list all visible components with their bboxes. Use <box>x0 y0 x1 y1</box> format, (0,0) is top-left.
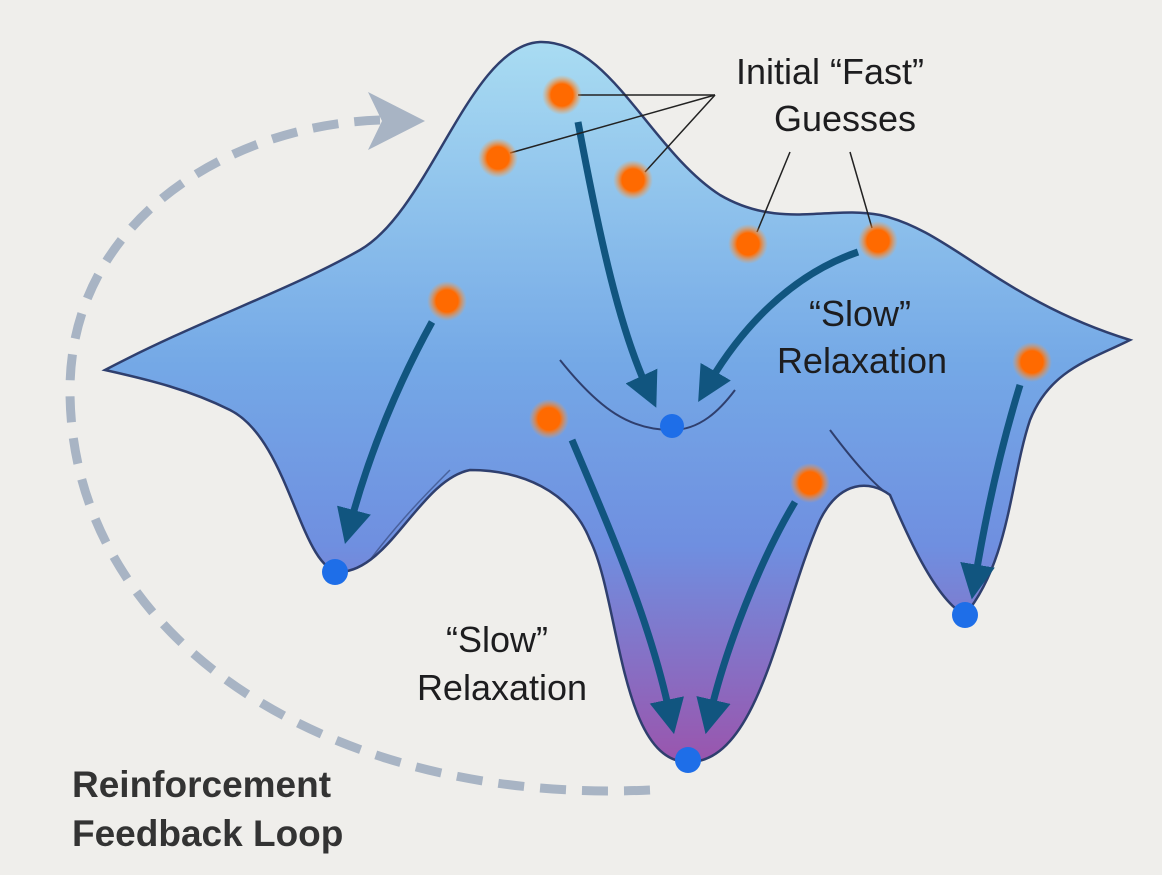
slow-relaxation-label-bottom: Relaxation <box>417 667 587 708</box>
minimum-point <box>675 747 701 773</box>
feedback-loop-label: Reinforcement <box>72 764 331 805</box>
arrow-icon <box>574 121 658 408</box>
arrow-icon <box>568 438 684 735</box>
guess-point <box>478 138 518 178</box>
minimum-point <box>322 559 348 585</box>
guess-point <box>1012 342 1052 382</box>
guess-point <box>790 463 830 503</box>
loop-arrowhead-icon <box>368 92 425 150</box>
slow-relaxation-label-top: Relaxation <box>777 340 947 381</box>
fast-guess-points <box>427 75 1052 503</box>
guess-point <box>728 224 768 264</box>
arrow-icon <box>337 320 436 544</box>
guess-point <box>542 75 582 115</box>
slow-relaxation-label-top: “Slow” <box>809 293 911 334</box>
fast-guesses-label: Guesses <box>774 98 916 139</box>
arrow-icon <box>696 500 798 735</box>
slow-relaxation-label-bottom: “Slow” <box>446 619 548 660</box>
guess-point <box>613 160 653 200</box>
minimum-point <box>952 602 978 628</box>
feedback-loop-label: Feedback Loop <box>72 813 343 854</box>
arrow-icon <box>960 383 1024 600</box>
guess-point <box>529 399 569 439</box>
left-basin-ridge <box>369 469 451 561</box>
right-basin-ridge <box>829 429 891 496</box>
guess-point <box>427 281 467 321</box>
relaxation-arrows <box>337 121 1024 735</box>
minimum-point <box>660 414 684 438</box>
label-leader-lines <box>509 94 873 233</box>
arrow-icon <box>698 248 860 402</box>
fast-guesses-label: Initial “Fast” <box>736 51 924 92</box>
minimum-points <box>322 414 978 773</box>
guess-point <box>858 221 898 261</box>
energy-surface <box>101 40 1134 764</box>
reinforcement-feedback-loop <box>65 92 651 796</box>
